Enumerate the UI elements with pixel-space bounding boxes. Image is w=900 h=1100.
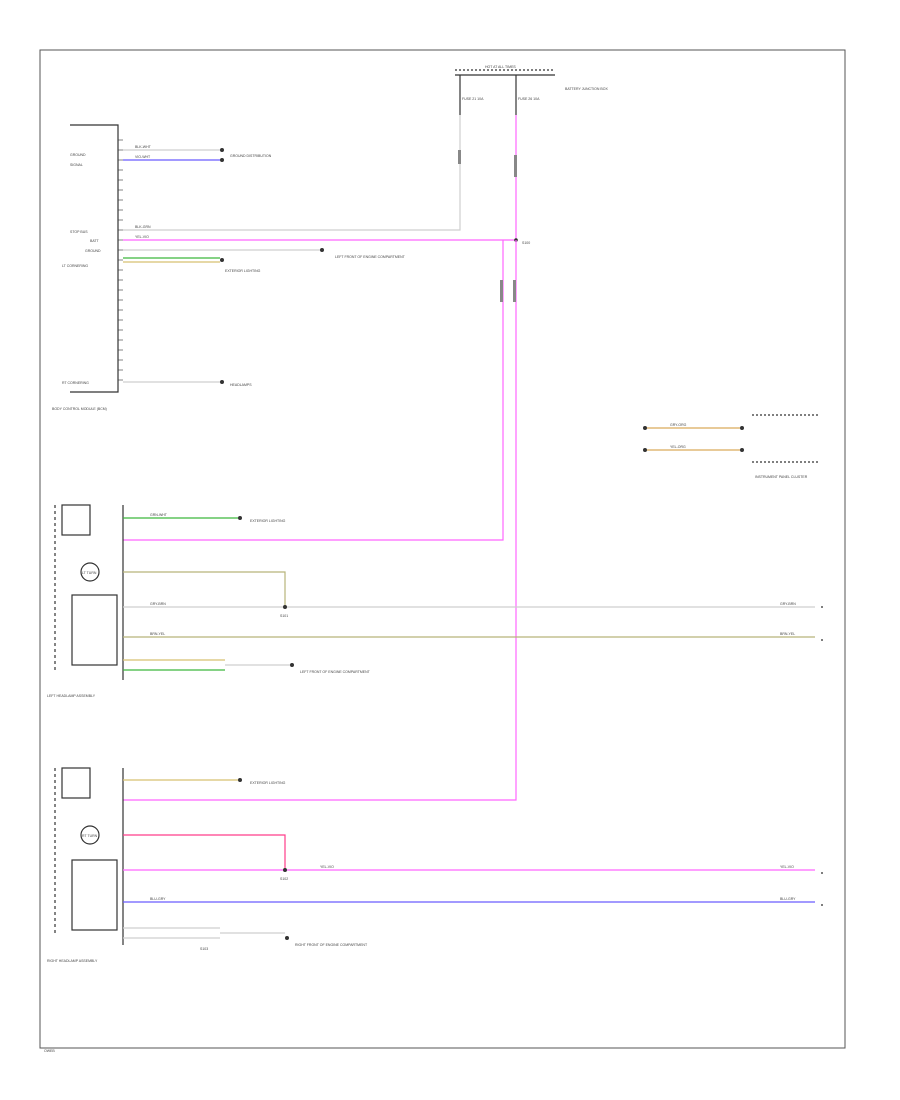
cluster-pin-1: YEL-ORG — [670, 445, 686, 449]
ref-lh-grounds: LEFT FRONT OF ENGINE COMPARTMENT — [300, 670, 371, 674]
wire-label-lh-brn-right: BRN-YEL — [780, 632, 795, 636]
left-bulb-label: LT TURN — [82, 571, 97, 575]
bcm-name: BODY CONTROL MODULE (BCM) — [52, 407, 107, 411]
wire-label-blk: BLK-WHT — [135, 145, 152, 149]
fuse-2-label: FUSE 26 10A — [518, 97, 540, 101]
fuse-1-label: FUSE 21 10A — [462, 97, 484, 101]
bcm-pin-ground2: GROUND — [85, 249, 101, 253]
bcm-pin-stopbus: STOP BUS — [70, 230, 88, 234]
corner-label: OWEB — [44, 1049, 55, 1053]
left-headlamp-assembly: LT TURN LEFT HEADLAMP ASSEMBLY — [47, 504, 124, 698]
bcm-pin-batt: BATT — [90, 239, 100, 243]
wire-label-lh-brn: BRN-YEL — [150, 632, 165, 636]
splice-s101: S101 — [280, 614, 288, 618]
right-headlamp-name: RIGHT HEADLAMP ASSEMBLY — [47, 959, 98, 963]
splice-s103: S103 — [200, 947, 208, 951]
splice-s102: S102 — [280, 877, 288, 881]
bcm-pin-ground: GROUND — [70, 153, 86, 157]
fuse-box-title: HOT AT ALL TIMES — [485, 65, 516, 69]
wire-label-lh-grn: GRN-WHT — [150, 513, 168, 517]
wire-lh-olive-drop — [123, 571, 286, 607]
bcm-pin-rt-cornering: RT CORNERING — [62, 381, 89, 385]
instrument-cluster-connector: GRY-ORG YEL-ORG INSTRUMENT PANEL CLUSTER — [643, 414, 820, 479]
cluster-name: INSTRUMENT PANEL CLUSTER — [755, 475, 808, 479]
wire-bcm-batt — [123, 115, 517, 241]
ref-headlamps: HEADLAMPS — [230, 383, 252, 387]
ref-lh-ext-light: EXTERIOR LIGHTING — [250, 519, 286, 523]
right-headlamp-assembly: RT TURN RIGHT HEADLAMP ASSEMBLY — [47, 767, 124, 963]
wire-label-vio: VIO-WHT — [135, 155, 151, 159]
ref-grounds-left: LEFT FRONT OF ENGINE COMPARTMENT — [335, 255, 406, 259]
ref-ground-dist: GROUND DISTRIBUTION — [230, 154, 272, 158]
ref-exterior-lighting: EXTERIOR LIGHTING — [225, 269, 261, 273]
wire-label-lh-gry: GRY-BRN — [150, 602, 166, 606]
wire-label-rh-pink-right: YEL-VIO — [780, 865, 794, 869]
wire-pink-trunk-left — [123, 240, 504, 541]
wire-label-rh-blu: BLU-GRY — [150, 897, 166, 901]
wire-rh-red-drop — [123, 834, 286, 870]
bcm-component: GROUND SIGNAL STOP BUS BATT GROUND LT CO… — [52, 124, 123, 411]
bcm-pin-lt-cornering: LT CORNERING — [62, 264, 88, 268]
left-headlamp-name: LEFT HEADLAMP ASSEMBLY — [47, 694, 96, 698]
cluster-pin-0: GRY-ORG — [670, 423, 687, 427]
diagram-frame — [39, 49, 846, 1049]
fuse-box-subtitle: BATTERY JUNCTION BOX — [565, 87, 608, 91]
wire-label-lh-gry-right: GRY-BRN — [780, 602, 796, 606]
bcm-pin-signal: SIGNAL — [70, 163, 83, 167]
fuse-box-top: HOT AT ALL TIMES BATTERY JUNCTION BOX FU… — [455, 65, 608, 115]
right-terminal-markers — [821, 606, 823, 906]
wire-bcm-stop-to-fuse — [123, 115, 461, 231]
ref-rh-grounds: RIGHT FRONT OF ENGINE COMPARTMENT — [295, 943, 368, 947]
wire-label-batt: YEL-VIO — [135, 235, 149, 239]
ref-rh-ext-light: EXTERIOR LIGHTING — [250, 781, 286, 785]
wire-label-rh-pink: YEL-VIO — [320, 865, 334, 869]
wire-label-rh-blu-right: BLU-GRY — [780, 897, 796, 901]
splice-s100: S100 — [522, 241, 530, 245]
wire-pink-trunk-right — [123, 240, 517, 801]
wire-label-stop: BLK-GRN — [135, 225, 151, 229]
right-bulb-label: RT TURN — [82, 834, 98, 838]
